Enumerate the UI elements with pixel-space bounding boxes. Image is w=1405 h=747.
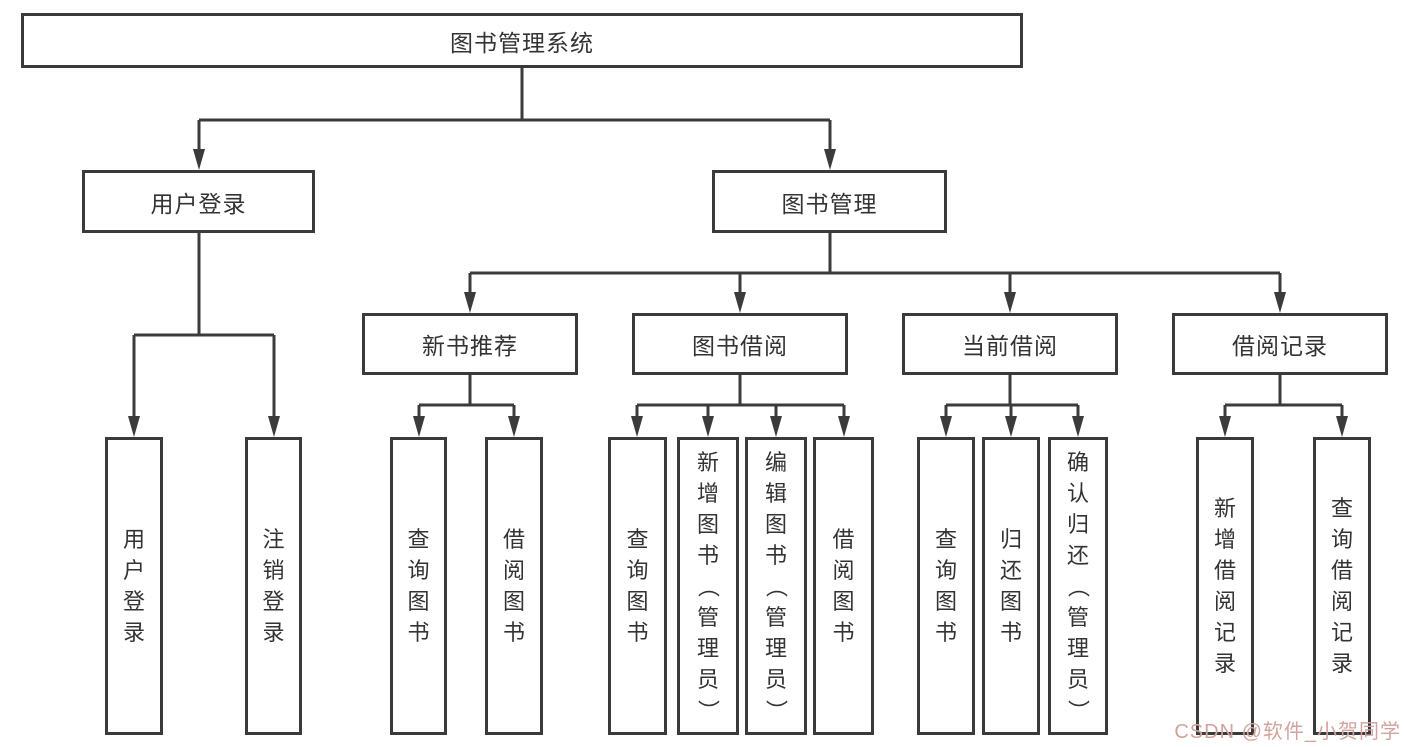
csdn-watermark: CSDN @软件_小贺同学 bbox=[1174, 721, 1401, 743]
leaf-borrow-add-book: 新增图书（管理员） bbox=[677, 437, 739, 735]
leaf-logout: 注销登录 bbox=[245, 437, 302, 735]
node-new-book-recommend-label: 新书推荐 bbox=[422, 333, 518, 359]
node-borrow-record-label: 借阅记录 bbox=[1232, 333, 1328, 359]
leaf-recommend-borrow-book: 借阅图书 bbox=[485, 437, 543, 735]
node-user-login-label: 用户登录 bbox=[150, 190, 247, 217]
node-book-management-label: 图书管理 bbox=[781, 190, 878, 217]
leaf-current-confirm-return: 确认归还（管理员） bbox=[1048, 437, 1108, 735]
leaf-current-query-book: 查询图书 bbox=[917, 437, 975, 735]
node-book-borrow-label: 图书借阅 bbox=[692, 333, 788, 359]
node-user-login: 用户登录 bbox=[82, 170, 315, 233]
node-current-borrow: 当前借阅 bbox=[902, 313, 1118, 375]
leaf-recommend-query-book: 查询图书 bbox=[390, 437, 447, 735]
node-current-borrow-label: 当前借阅 bbox=[962, 333, 1058, 359]
arrowheads bbox=[128, 149, 1348, 437]
leaf-record-query: 查询借阅记录 bbox=[1313, 437, 1371, 735]
leaf-user-login: 用户登录 bbox=[105, 437, 163, 735]
leaf-borrow-borrow-book: 借阅图书 bbox=[813, 437, 874, 735]
node-book-borrow: 图书借阅 bbox=[632, 313, 848, 375]
node-borrow-record: 借阅记录 bbox=[1172, 313, 1388, 375]
node-new-book-recommend: 新书推荐 bbox=[362, 313, 578, 375]
node-root: 图书管理系统 bbox=[21, 13, 1023, 68]
node-book-management: 图书管理 bbox=[712, 170, 947, 233]
leaf-borrow-query-book: 查询图书 bbox=[608, 437, 667, 735]
leaf-current-return-book: 归还图书 bbox=[982, 437, 1040, 735]
leaf-record-add: 新增借阅记录 bbox=[1196, 437, 1254, 735]
node-root-label: 图书管理系统 bbox=[450, 29, 594, 56]
leaf-borrow-edit-book: 编辑图书（管理员） bbox=[745, 437, 807, 735]
